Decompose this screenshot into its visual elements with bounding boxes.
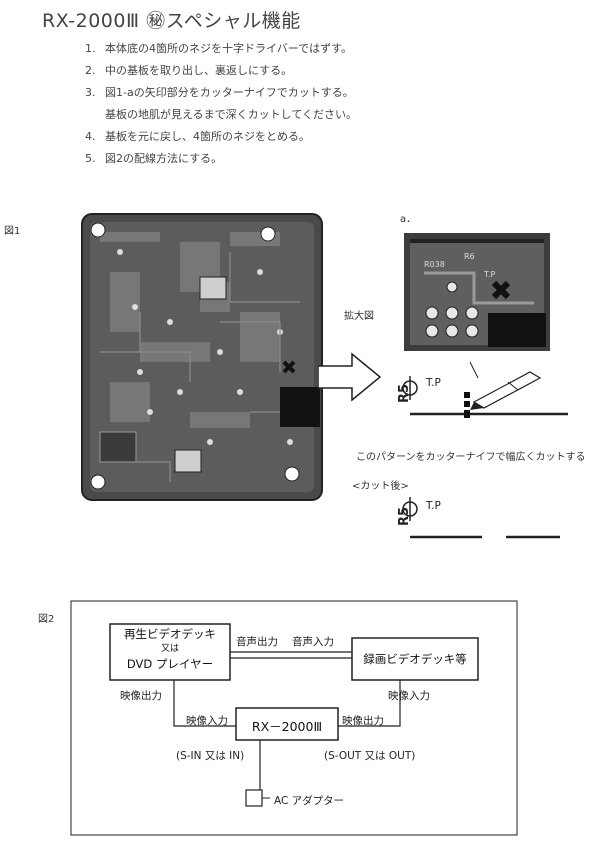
step-number: 1. <box>85 42 96 55</box>
step-number: 3. <box>85 86 96 99</box>
fig2-label: 図2 <box>38 614 55 625</box>
svg-text:T.P: T.P <box>483 270 495 279</box>
player-title: 再生ビデオデッキ <box>124 627 216 641</box>
audio-out-label: 音声出力 <box>236 636 278 648</box>
wiring-diagram <box>70 600 518 836</box>
step-text: 図2の配線方法にする。 <box>105 152 223 165</box>
tp-label: T.P <box>426 377 441 389</box>
audio-in-label: 音声入力 <box>292 636 334 648</box>
step-text: 図1-aの矢印部分をカッターナイフでカットする。 <box>105 86 354 99</box>
right-arrow-icon <box>318 352 382 402</box>
player-box-label: 再生ビデオデッキ 又は DVD プレイヤー <box>110 627 230 672</box>
svg-text:R6: R6 <box>464 252 475 261</box>
step-text: 本体底の4箇所のネジを十字ドライバーではずす。 <box>105 42 353 55</box>
recorder-box-label: 録画ビデオデッキ等 <box>363 652 467 666</box>
zoom-label: 拡大図 <box>344 311 374 322</box>
ac-adapter-label: AC アダプター <box>274 795 345 807</box>
device-video-in-label: 映像入力 <box>186 715 228 727</box>
step-text: 基板の地肌が見えるまで深くカットしてください。 <box>105 108 358 121</box>
step-number: 2. <box>85 64 96 77</box>
s-out-label: (S-OUT 又は OUT) <box>324 750 416 762</box>
step-number: 4. <box>85 130 96 143</box>
tp-label-after: T.P <box>426 500 441 512</box>
video-out-label: 映像出力 <box>120 690 162 702</box>
player-dvd: DVD プレイヤー <box>126 657 214 671</box>
device-video-out-label: 映像出力 <box>342 715 384 727</box>
page-title: RX-2000Ⅲ ㊙スペシャル機能 <box>42 10 301 32</box>
zoomed-pcb-photo: R038 R6 T.P <box>404 233 550 351</box>
rx-device-label: RX－2000Ⅲ <box>251 719 323 734</box>
step-number: 5. <box>85 152 96 165</box>
pcb-photo <box>81 213 323 501</box>
fig1a-label: a． <box>400 214 417 225</box>
cut-diagram-before <box>402 361 568 418</box>
cut-caption: このパターンをカッターナイフで幅広くカットする <box>356 452 586 463</box>
r5-label-after: R5 <box>397 506 412 526</box>
s-in-label: (S-IN 又は IN) <box>176 750 245 762</box>
player-or: 又は <box>160 644 179 654</box>
video-in-label: 映像入力 <box>388 690 430 702</box>
svg-text:R038: R038 <box>424 260 445 269</box>
cut-diagram-after <box>402 497 560 539</box>
step-text: 中の基板を取り出し、裏返しにする。 <box>105 64 293 77</box>
step-text: 基板を元に戻し、4箇所のネジをとめる。 <box>105 130 310 143</box>
after-cut-label: <カット後> <box>352 481 409 492</box>
r5-label: R5 <box>397 383 412 403</box>
fig1-label: 図1 <box>4 226 21 237</box>
